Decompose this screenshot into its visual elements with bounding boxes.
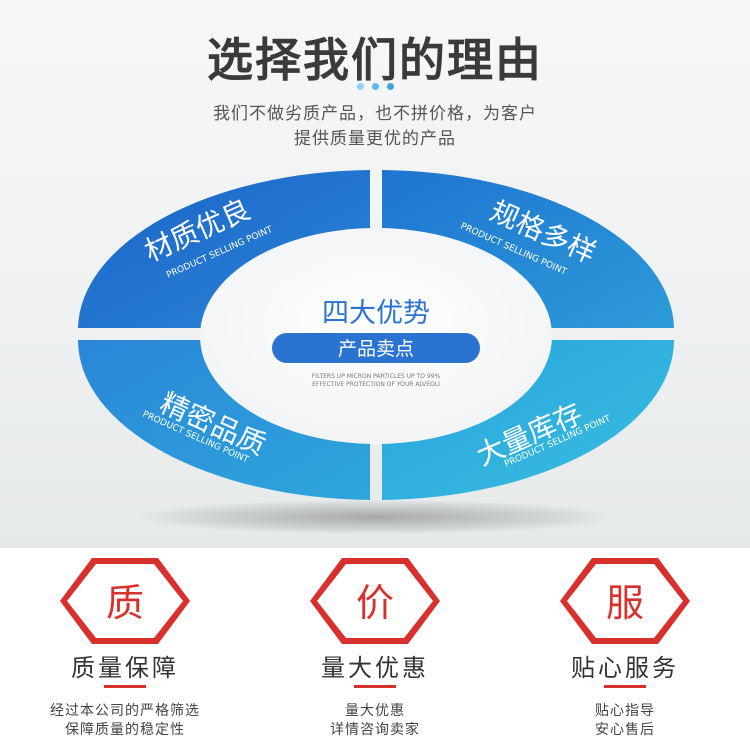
dot-icon [356, 83, 364, 90]
feature-quality: 质 质量保障 经过本公司的严格筛选 保障质量的稳定性 [0, 548, 250, 750]
subtitle-line-1: 我们不做劣质产品，也不拼价格，为客户 [213, 104, 537, 124]
features-section: 质 质量保障 经过本公司的严格筛选 保障质量的稳定性 价 量大优惠 量大优惠 详… [0, 548, 750, 750]
ring-shadow [140, 500, 610, 534]
ring-graphic: 材质优良 PRODUCT SELLING POINT 规格多样 PRODUCT … [78, 170, 674, 500]
hexagon-icon: 价 [310, 558, 440, 644]
center-title: 四大优势 [322, 298, 430, 329]
feature-title: 质量保障 [71, 654, 179, 682]
feature-underline [604, 685, 646, 688]
hexagon-icon: 服 [560, 558, 690, 644]
subtitle-line-2: 提供质量更优的产品 [294, 129, 456, 149]
decorative-dots [0, 83, 750, 90]
feature-title: 量大优惠 [321, 654, 429, 682]
feature-underline [104, 685, 146, 688]
feature-service: 服 贴心服务 贴心指导 安心售后 [500, 548, 750, 750]
feature-title: 贴心服务 [571, 654, 679, 682]
center-small-text-1: FILTERS UP MICRON PARTICLES UP TO 99% [312, 373, 441, 380]
feature-desc-2: 安心售后 [595, 722, 655, 738]
dot-icon [371, 83, 379, 90]
feature-desc-1: 经过本公司的严格筛选 [50, 703, 200, 719]
hexagon-char: 价 [356, 581, 394, 625]
headline: 选择我们的理由 [207, 33, 543, 87]
feature-desc-2: 详情咨询卖家 [330, 722, 420, 738]
feature-desc-1: 量大优惠 [345, 703, 405, 719]
hexagon-icon: 质 [60, 558, 190, 644]
dot-icon [386, 83, 394, 90]
hexagon-char: 质 [106, 581, 144, 625]
hexagon-char: 服 [606, 581, 644, 625]
feature-underline [354, 685, 396, 688]
center-small-text-2: EFFECTIVE PROTECTION OF YOUR ALVEOLI [312, 381, 440, 388]
feature-desc-1: 贴心指导 [595, 703, 655, 719]
center-badge-bg [272, 333, 480, 363]
advantages-ring: 材质优良 PRODUCT SELLING POINT 规格多样 PRODUCT … [78, 170, 674, 534]
feature-desc-2: 保障质量的稳定性 [65, 722, 185, 738]
center-badge: 产品卖点 [338, 338, 414, 360]
feature-price: 价 量大优惠 量大优惠 详情咨询卖家 [250, 548, 500, 750]
